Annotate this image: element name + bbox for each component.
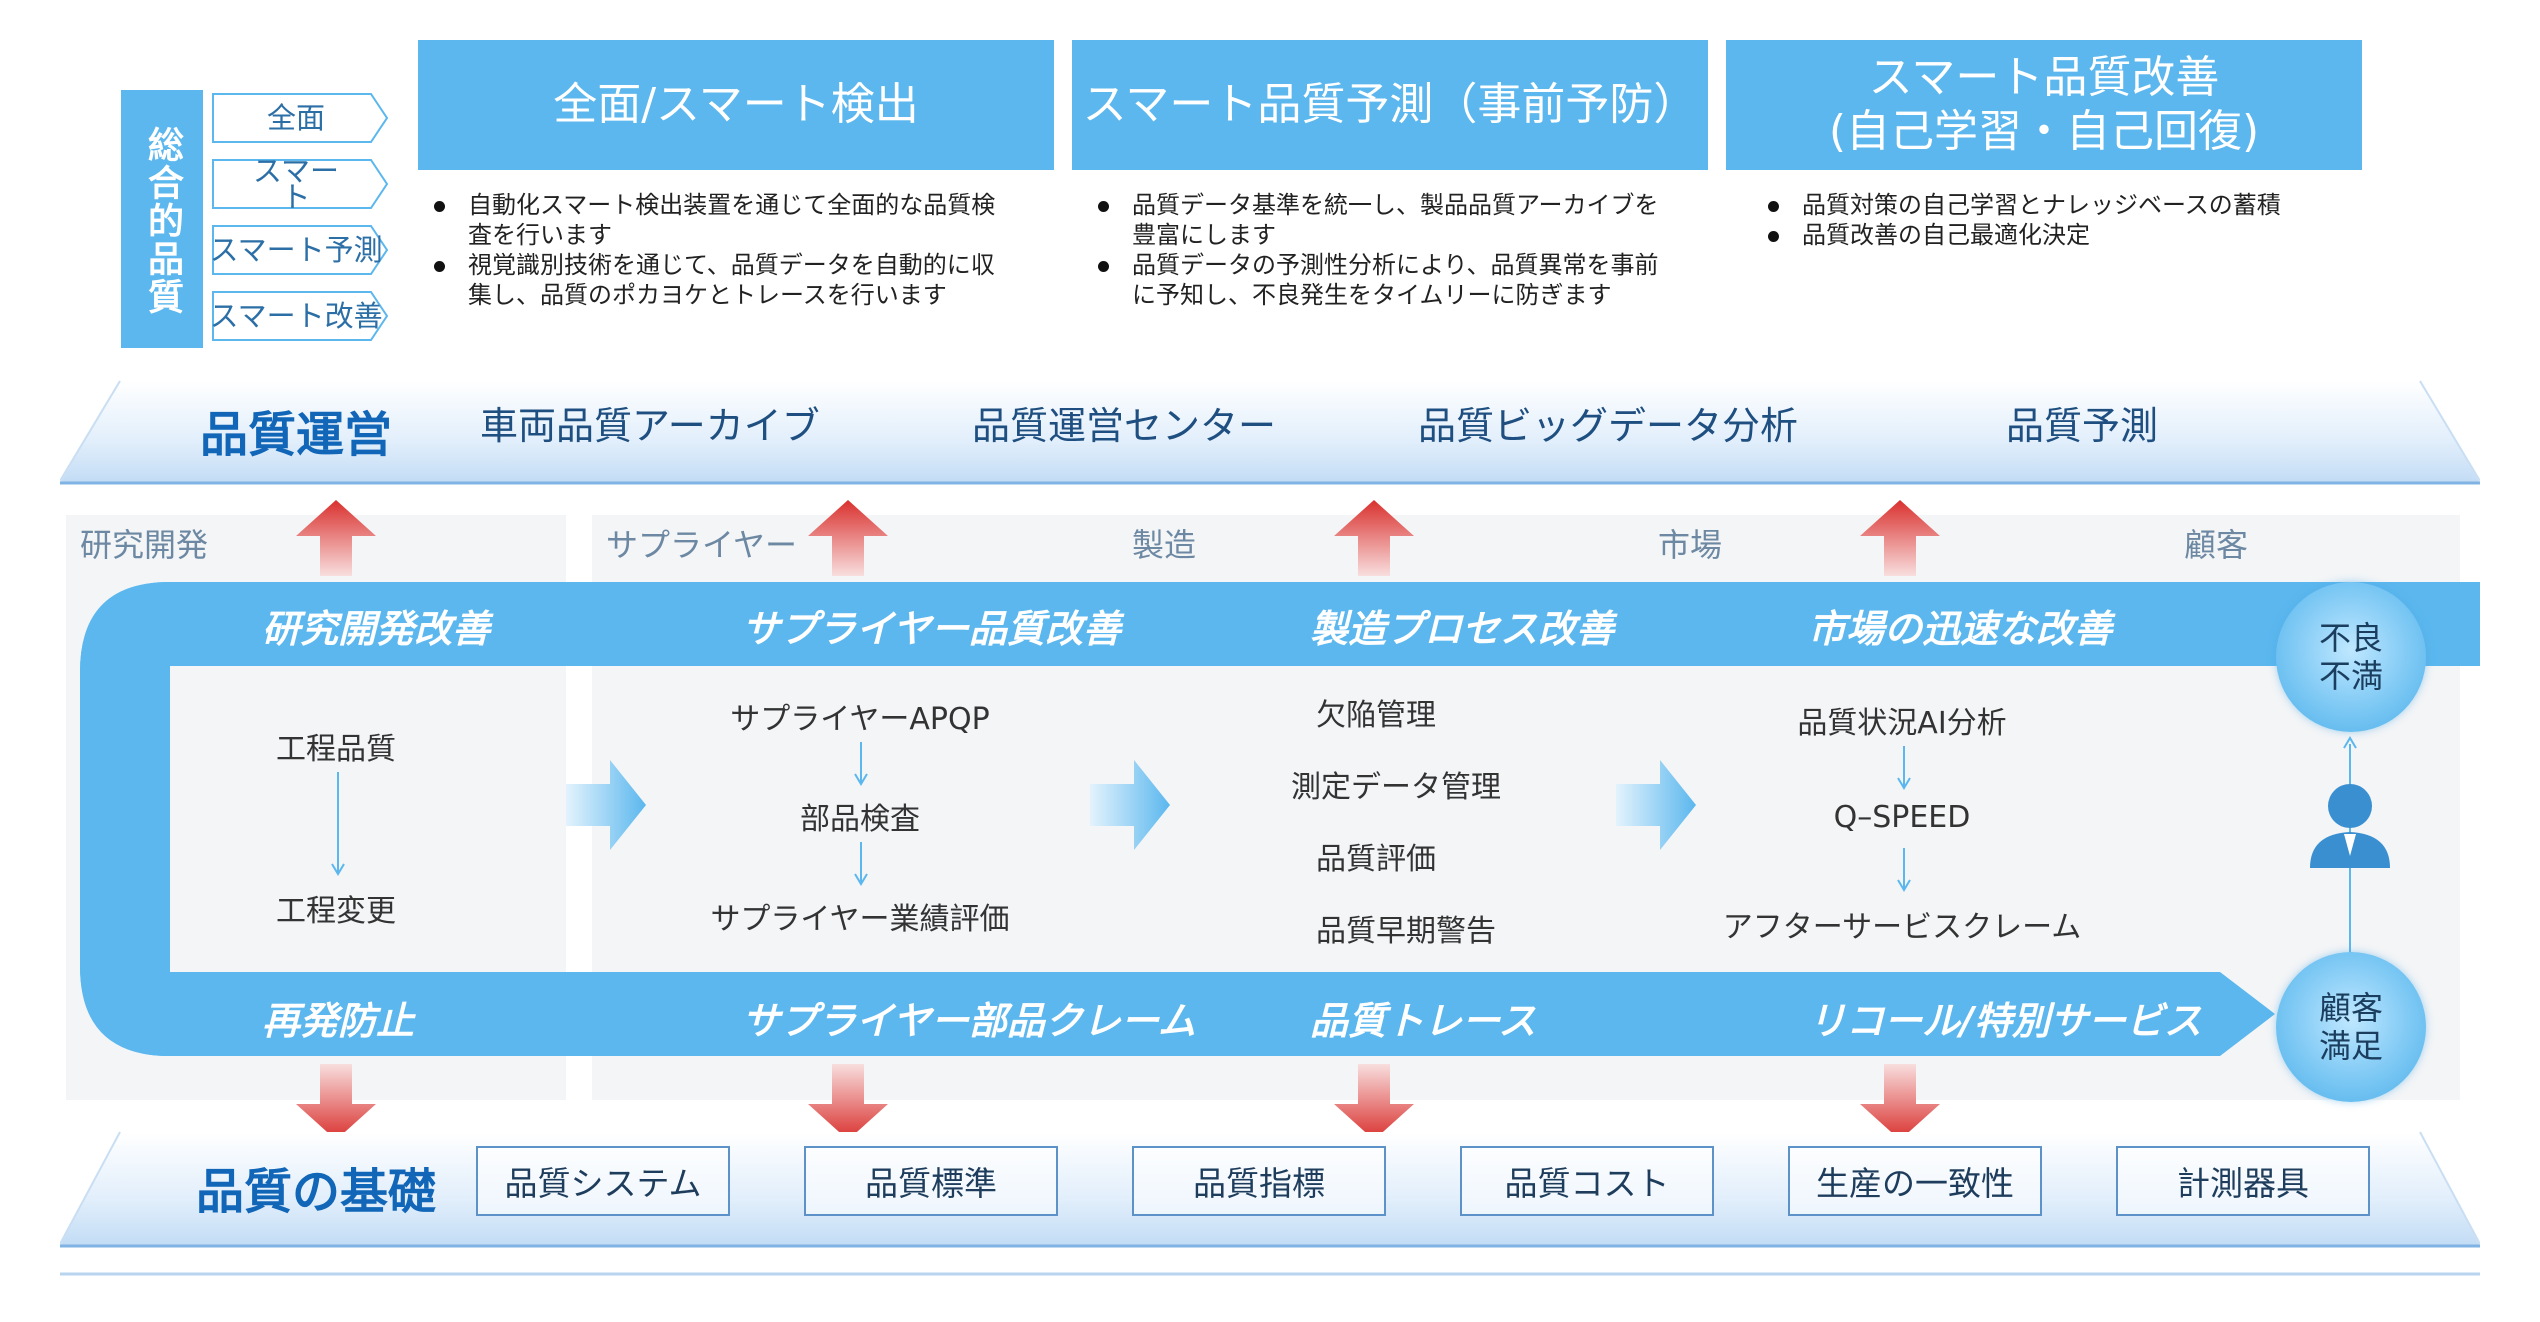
up-arrow-icon [1860,500,1940,576]
foundation-item-system: 品質システム [476,1146,730,1216]
foundation-item-instruments: 計測器具 [2116,1146,2370,1216]
down-arrow-red-icon [296,1064,376,1140]
down-arrow-icon [1897,848,1911,892]
bottom-title-rnd: 再発防止 [262,999,415,1043]
operations-band [60,380,2480,485]
supplier-item-apqp: サプライヤーAPQP [730,702,990,737]
improve-title-market: 市場の迅速な改善 [1808,607,2113,651]
mfg-item-measurement: 測定データ管理 [1291,770,1501,805]
improve-title-rnd: 研究開発改善 [262,607,491,651]
rnd-item-process-quality: 工程品質 [276,732,396,767]
improve-title-supplier: サプライヤー品質改善 [742,607,1121,651]
market-item-after-service: アフターサービスクレーム [1722,910,2082,945]
down-arrow-red-icon [1334,1064,1414,1140]
bullet-item: 自動化スマート検出装置を通じて全面的な品質検査を行います [428,190,1003,250]
tag-smart: スマート [211,157,389,212]
bullet-item: 品質データ基準を統一し、製品品質アーカイブを豊富にします [1092,190,1672,250]
foundation-item-cost: 品質コスト [1460,1146,1714,1216]
operations-item-bigdata: 品質ビッグデータ分析 [1418,404,1799,448]
up-arrow-icon [1334,500,1414,576]
up-arrow-icon [808,500,888,576]
bullet-item: 品質改善の自己最適化決定 [1762,220,2352,250]
operations-item-archive: 車両品質アーカイブ [480,404,820,448]
down-arrow-icon [1897,746,1911,790]
header-full-smart-detection: 全面/スマート検出 [418,40,1054,170]
down-arrow-icon [854,742,868,786]
down-arrow-red-icon [808,1064,888,1140]
operations-item-prediction: 品質予測 [2006,404,2159,448]
down-arrow-red-icon [1860,1064,1940,1140]
tag-list: 全面 スマート スマート予測 スマート改善 [203,90,393,348]
satisfaction-circle: 顧客満足 [2276,952,2426,1102]
foundation-item-standard: 品質標準 [804,1146,1058,1216]
right-arrow-icon [1090,760,1170,850]
bullet-item: 品質対策の自己学習とナレッジベースの蓄積 [1762,190,2352,220]
market-item-ai-analysis: 品質状況AI分析 [1797,706,2007,741]
market-item-qspeed: Q–SPEED [1833,800,1971,835]
bullets-detection: 自動化スマート検出装置を通じて全面的な品質検査を行います 視覚識別技術を通じて、… [428,190,1003,310]
improve-title-manufacturing: 製造プロセス改善 [1310,607,1615,651]
bottom-title-supplier: サプライヤー部品クレーム [742,999,1196,1043]
tag-full: 全面 [211,92,389,144]
header-smart-prediction: スマート品質予測（事前予防） [1072,40,1708,170]
foundation-title: 品質の基礎 [196,1164,437,1220]
bottom-title-market: リコール/特別サービス [1808,999,2202,1043]
foundation-item-consistency: 生産の一致性 [1788,1146,2042,1216]
bullets-prediction: 品質データ基準を統一し、製品品質アーカイブを豊富にします 品質データの予測性分析… [1092,190,1672,310]
dissatisfaction-circle: 不良不満 [2276,582,2426,732]
header-smart-improvement: スマート品質改善(自己学習・自己回復) [1726,40,2362,170]
foundation-item-index: 品質指標 [1132,1146,1386,1216]
mfg-item-evaluation: 品質評価 [1316,842,1436,877]
stage-label-customer: 顧客 [2184,526,2249,564]
stage-label-supplier: サプライヤー [606,526,798,564]
rnd-item-process-change: 工程変更 [276,894,396,929]
up-arrow-icon [296,500,376,576]
stage-label-market: 市場 [1658,526,1723,564]
right-arrow-icon [1616,760,1696,850]
right-arrow-icon [566,760,646,850]
bottom-title-manufacturing: 品質トレース [1310,999,1537,1043]
supplier-item-performance: サプライヤー業績評価 [710,902,1010,937]
total-quality-label: 総合的品質 [121,90,203,348]
bullet-item: 視覚識別技術を通じて、品質データを自動的に収集し、品質のポカヨケとトレースを行い… [428,250,1003,310]
operations-item-center: 品質運営センター [972,404,1277,448]
mfg-item-defect: 欠陥管理 [1316,698,1436,733]
stage-label-manufacturing: 製造 [1132,526,1197,564]
bullets-improvement: 品質対策の自己学習とナレッジベースの蓄積 品質改善の自己最適化決定 [1762,190,2352,250]
supplier-item-parts-inspection: 部品検査 [800,802,920,837]
down-arrow-icon [854,842,868,886]
customer-person-icon [2310,784,2390,868]
down-arrow-icon [331,772,345,876]
operations-title: 品質運営 [200,407,393,463]
mfg-item-early-warning: 品質早期警告 [1316,914,1496,949]
tag-smart-predict: スマート予測 [209,224,389,276]
tag-smart-improve: スマート改善 [209,290,389,342]
bullet-item: 品質データの予測性分析により、品質異常を事前に予知し、不良発生をタイムリーに防ぎ… [1092,250,1672,310]
stage-label-rnd: 研究開発 [80,526,209,564]
